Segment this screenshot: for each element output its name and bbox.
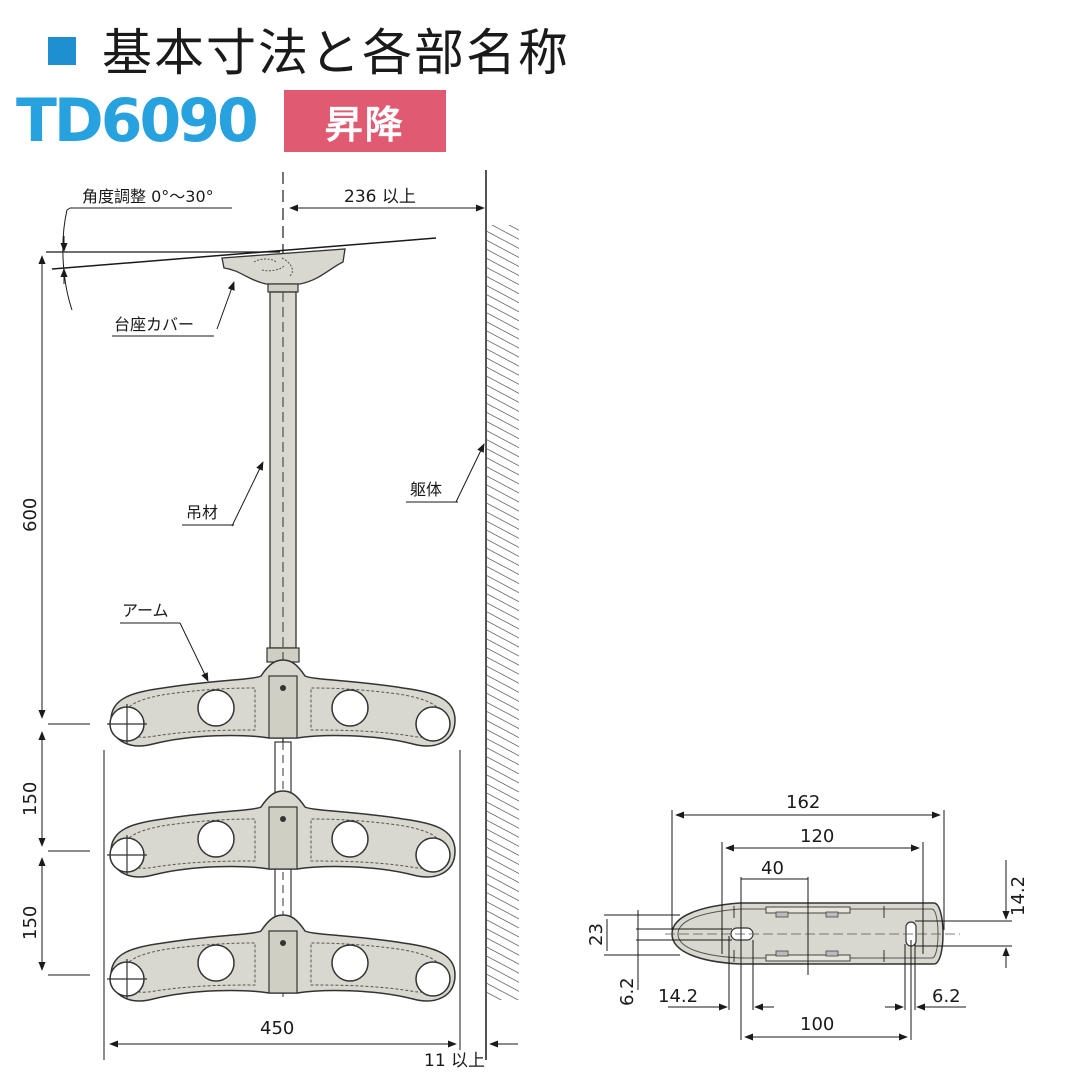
page-title: 基本寸法と各部名称 xyxy=(102,24,570,82)
base-cover-leader xyxy=(216,281,235,330)
wall-gap-value: 11 以上 xyxy=(424,1051,485,1071)
hanger-rod xyxy=(266,283,300,677)
arm-leader xyxy=(179,622,209,682)
base-cover-label: 台座カバー xyxy=(114,315,194,334)
arm-bottom xyxy=(106,914,456,1002)
hanger-rod-leader xyxy=(231,461,264,527)
slot-width-left-value: 6.2 xyxy=(617,977,638,1006)
wall-clearance-value: 236 以上 xyxy=(344,187,416,207)
slot-length-left-value: 14.2 xyxy=(658,986,698,1007)
center-offset-value: 40 xyxy=(761,858,784,879)
angle-adjust-label: 角度調整 0°〜30° xyxy=(82,187,214,206)
slot-length-right-value: 14.2 xyxy=(1008,876,1029,916)
arm-label: アーム xyxy=(122,601,169,620)
arm-spacing-2-value: 150 xyxy=(20,906,41,940)
horizontal-dimensions: 450 11 以上 xyxy=(103,750,518,1071)
base-bracket xyxy=(221,248,346,285)
title-marker-square xyxy=(48,37,76,65)
model-number: TD6090 xyxy=(16,86,259,156)
wall-structure xyxy=(485,170,519,1060)
structure-leader xyxy=(455,443,485,503)
hanger-rod-label: 吊材 xyxy=(186,503,218,522)
structure-label: 躯体 xyxy=(410,480,442,499)
plan-view: 162 120 40 100 23 6.2 14.2 xyxy=(586,792,1029,1041)
slot-width-right-value: 6.2 xyxy=(932,986,961,1007)
hole-pitch-value: 100 xyxy=(800,1014,834,1035)
vertical-dimensions: 600 150 150 xyxy=(20,255,90,976)
height-23-value: 23 xyxy=(586,923,607,946)
arm-top xyxy=(106,659,456,747)
arm-width-value: 450 xyxy=(260,1018,294,1039)
wall-clearance-dimension: 236 以上 xyxy=(289,187,485,212)
section-title: 基本寸法と各部名称 xyxy=(48,14,570,84)
angle-adjust-indicator: 角度調整 0°〜30° xyxy=(46,187,437,311)
arm-middle xyxy=(106,790,456,878)
arm-spacing-1-value: 150 xyxy=(20,782,41,816)
type-badge: 昇降 xyxy=(283,90,446,152)
overall-length-value: 162 xyxy=(786,792,820,813)
inner-length-value: 120 xyxy=(800,826,834,847)
height-600-value: 600 xyxy=(20,498,41,532)
model-row: TD6090 昇降 xyxy=(16,86,446,156)
